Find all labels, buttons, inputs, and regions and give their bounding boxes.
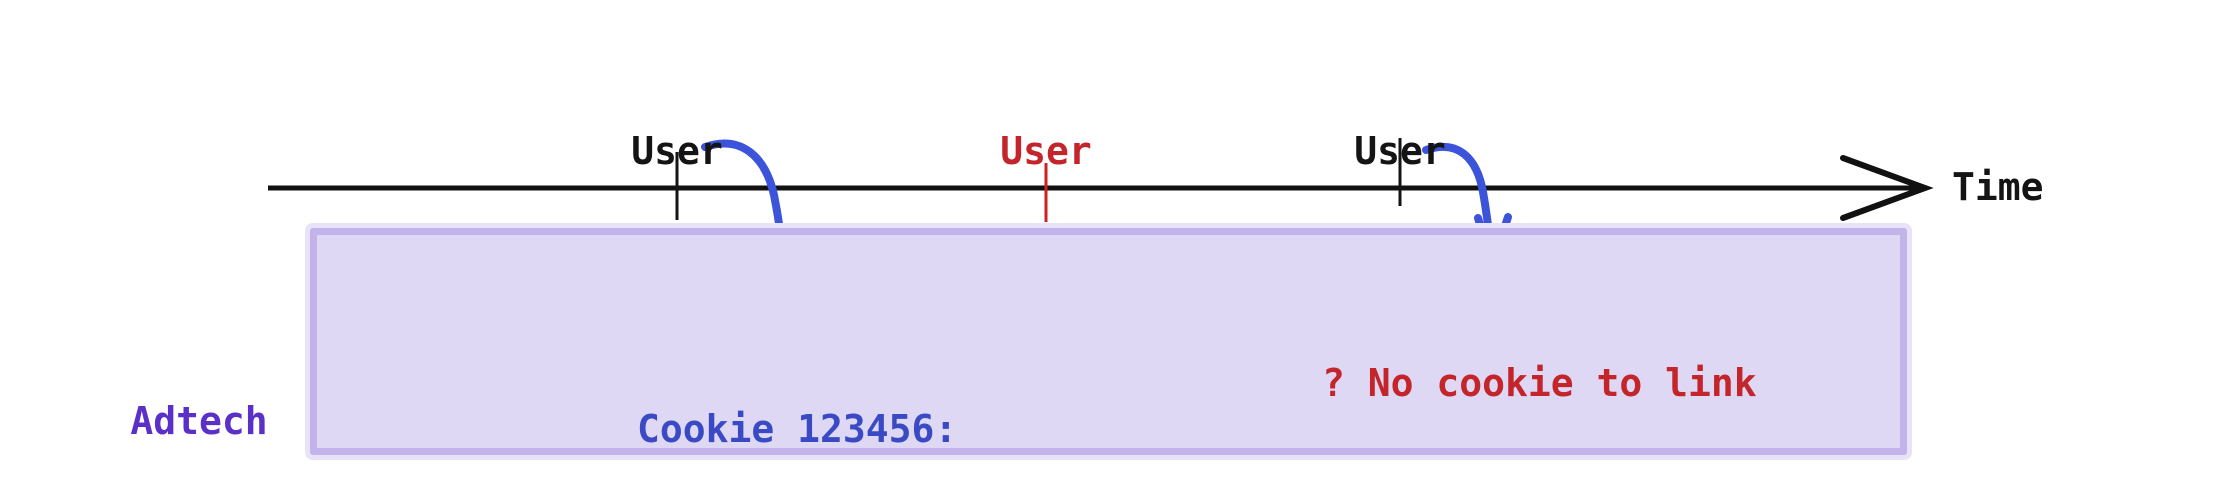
timeline-arrowhead-icon <box>1840 155 1934 221</box>
adtech-server-box <box>310 228 1907 455</box>
event-label-line: User <box>631 129 723 173</box>
cookie-note-line: Cookie 123456: <box>637 407 958 451</box>
cookie-logged-note: Cookie 123456: Ad clicked <box>637 309 957 498</box>
event-label-line: User <box>1000 129 1092 173</box>
server-label-line: Adtech <box>130 399 268 443</box>
adtech-server-label: Adtech server <box>49 296 349 498</box>
no-cookie-note-line: ? No cookie to link <box>1322 361 1757 405</box>
event-label-line: User <box>1354 129 1446 173</box>
no-cookie-note: ? No cookie to link this conversion to ⇒… <box>1322 270 1757 498</box>
time-axis-label: Time <box>1952 165 2044 209</box>
